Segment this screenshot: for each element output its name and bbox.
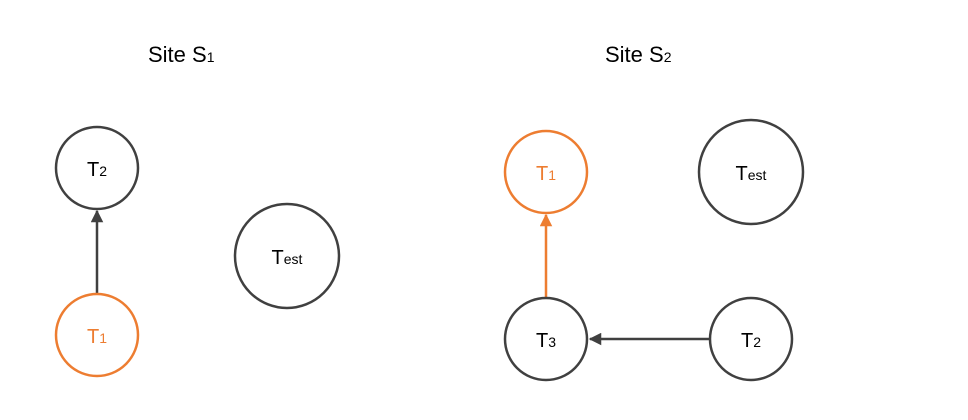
site-s1: Site S1 T2 T1 Test <box>54 42 341 378</box>
node-s1-t2-label: T2 <box>87 159 107 181</box>
node-s1-t2-sub: 2 <box>99 163 107 179</box>
site-s2: Site S2 T1 Test T3 T2 <box>503 42 805 382</box>
node-s2-t3-main: T <box>536 330 548 352</box>
node-s2-t3-label: T3 <box>536 330 556 352</box>
node-s2-t3-sub: 3 <box>548 334 556 350</box>
node-s2-t1: T1 <box>503 129 589 215</box>
node-s1-t1: T1 <box>54 292 140 378</box>
site-s2-title: Site S2 <box>605 42 672 67</box>
node-s1-test: Test <box>233 202 341 310</box>
node-s2-t1-label: T1 <box>536 163 556 185</box>
node-s1-t2-main: T <box>87 159 99 181</box>
site-s1-title-sub: 1 <box>207 49 215 65</box>
node-s2-test-circle <box>697 118 805 226</box>
node-s1-t2-circle <box>54 125 140 211</box>
node-s2-test-sub: est <box>748 167 767 183</box>
node-s1-test-sub: est <box>284 251 303 267</box>
node-s2-t3-circle <box>503 296 589 382</box>
site-s2-title-sub: 2 <box>664 49 672 65</box>
node-s1-t1-circle <box>54 292 140 378</box>
node-s2-test-main: T <box>736 163 748 185</box>
node-s2-t2: T2 <box>708 296 794 382</box>
node-s2-t2-label: T2 <box>741 330 761 352</box>
node-s1-t1-sub: 1 <box>99 330 107 346</box>
node-s1-t2: T2 <box>54 125 140 211</box>
site-s1-title-main: Site S <box>148 42 207 67</box>
node-s1-t1-label: T1 <box>87 326 107 348</box>
node-s1-test-label: Test <box>272 247 303 269</box>
node-s2-t1-main: T <box>536 163 548 185</box>
node-s2-t3: T3 <box>503 296 589 382</box>
node-s2-test-label: Test <box>736 163 767 185</box>
node-s1-test-main: T <box>272 247 284 269</box>
node-s1-t1-main: T <box>87 326 99 348</box>
node-s2-t2-main: T <box>741 330 753 352</box>
node-s1-test-circle <box>233 202 341 310</box>
node-s2-t2-circle <box>708 296 794 382</box>
node-s2-t2-sub: 2 <box>753 334 761 350</box>
site-s1-title: Site S1 <box>148 42 215 67</box>
node-s2-t1-circle <box>503 129 589 215</box>
node-s2-test: Test <box>697 118 805 226</box>
site-s2-title-main: Site S <box>605 42 664 67</box>
node-s2-t1-sub: 1 <box>548 167 556 183</box>
